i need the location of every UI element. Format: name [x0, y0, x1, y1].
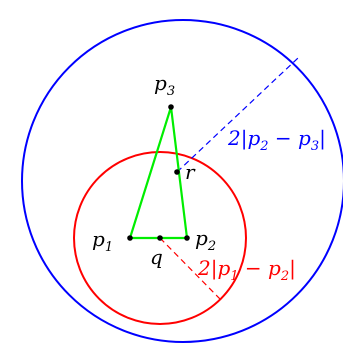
- label-p3: p3: [154, 71, 175, 99]
- label-q: q: [150, 245, 163, 269]
- point-p3: [168, 104, 174, 110]
- blue-dimension-label: 2|p2 − p3|: [227, 126, 326, 154]
- point-r: [174, 169, 180, 175]
- red-radius-dashed: [159, 237, 223, 302]
- inner-circle: [73, 151, 247, 325]
- point-q: [157, 235, 163, 241]
- label-p2: p2: [195, 226, 216, 254]
- label-p1: p1: [92, 227, 113, 255]
- outer-circle: [21, 19, 343, 343]
- point-p2: [184, 235, 190, 241]
- red-dimension-label: 2|p1 − p2|: [197, 256, 296, 284]
- label-r: r: [185, 160, 196, 184]
- blue-radius-dashed: [176, 57, 299, 173]
- point-p1: [127, 235, 133, 241]
